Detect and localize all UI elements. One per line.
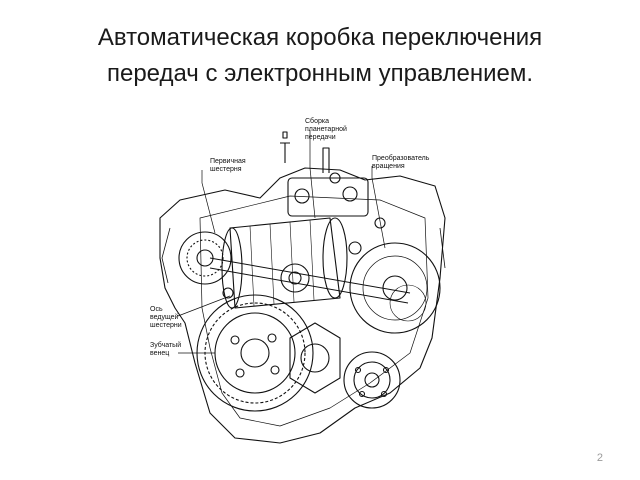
- label-drive-gear-axle: Ось ведущей шестерни: [150, 306, 182, 329]
- differential: [289, 322, 341, 394]
- slide-title: Автоматическая коробка переключения пере…: [20, 20, 620, 92]
- planetary-drum: [229, 217, 341, 309]
- page-number: 2: [596, 452, 603, 464]
- label-ring-gear: Зубчатый венец: [150, 342, 182, 357]
- valve-body: [287, 177, 369, 217]
- title-line-1: Автоматическая коробка переключения: [97, 24, 543, 51]
- housing-inner: [199, 195, 429, 427]
- leader-planetary: [309, 130, 316, 219]
- label-planetary-gear: Сборка планетарной передачи: [305, 118, 347, 141]
- valve-bolt-2: [342, 186, 358, 202]
- breather: [280, 131, 290, 163]
- label-torque-converter: Преобразователь вращения: [372, 155, 430, 170]
- dipstick-tube: [322, 147, 330, 173]
- main-shaft: [209, 257, 411, 304]
- drive-gear: [280, 263, 310, 293]
- leader-drive-axle: [177, 295, 231, 317]
- output-flange: [343, 351, 401, 409]
- transmission-drawing: [159, 130, 446, 444]
- label-primary-gear: Первичная шестерня: [210, 158, 246, 173]
- leader-primary-gear: [201, 170, 216, 234]
- housing-outline: [159, 167, 446, 444]
- title-line-2: передач с электронным управлением.: [106, 60, 534, 87]
- primary-gear-left: [178, 231, 232, 285]
- torque-converter: [349, 242, 441, 334]
- leader-converter: [371, 166, 386, 249]
- valve-bolt-1: [294, 188, 310, 204]
